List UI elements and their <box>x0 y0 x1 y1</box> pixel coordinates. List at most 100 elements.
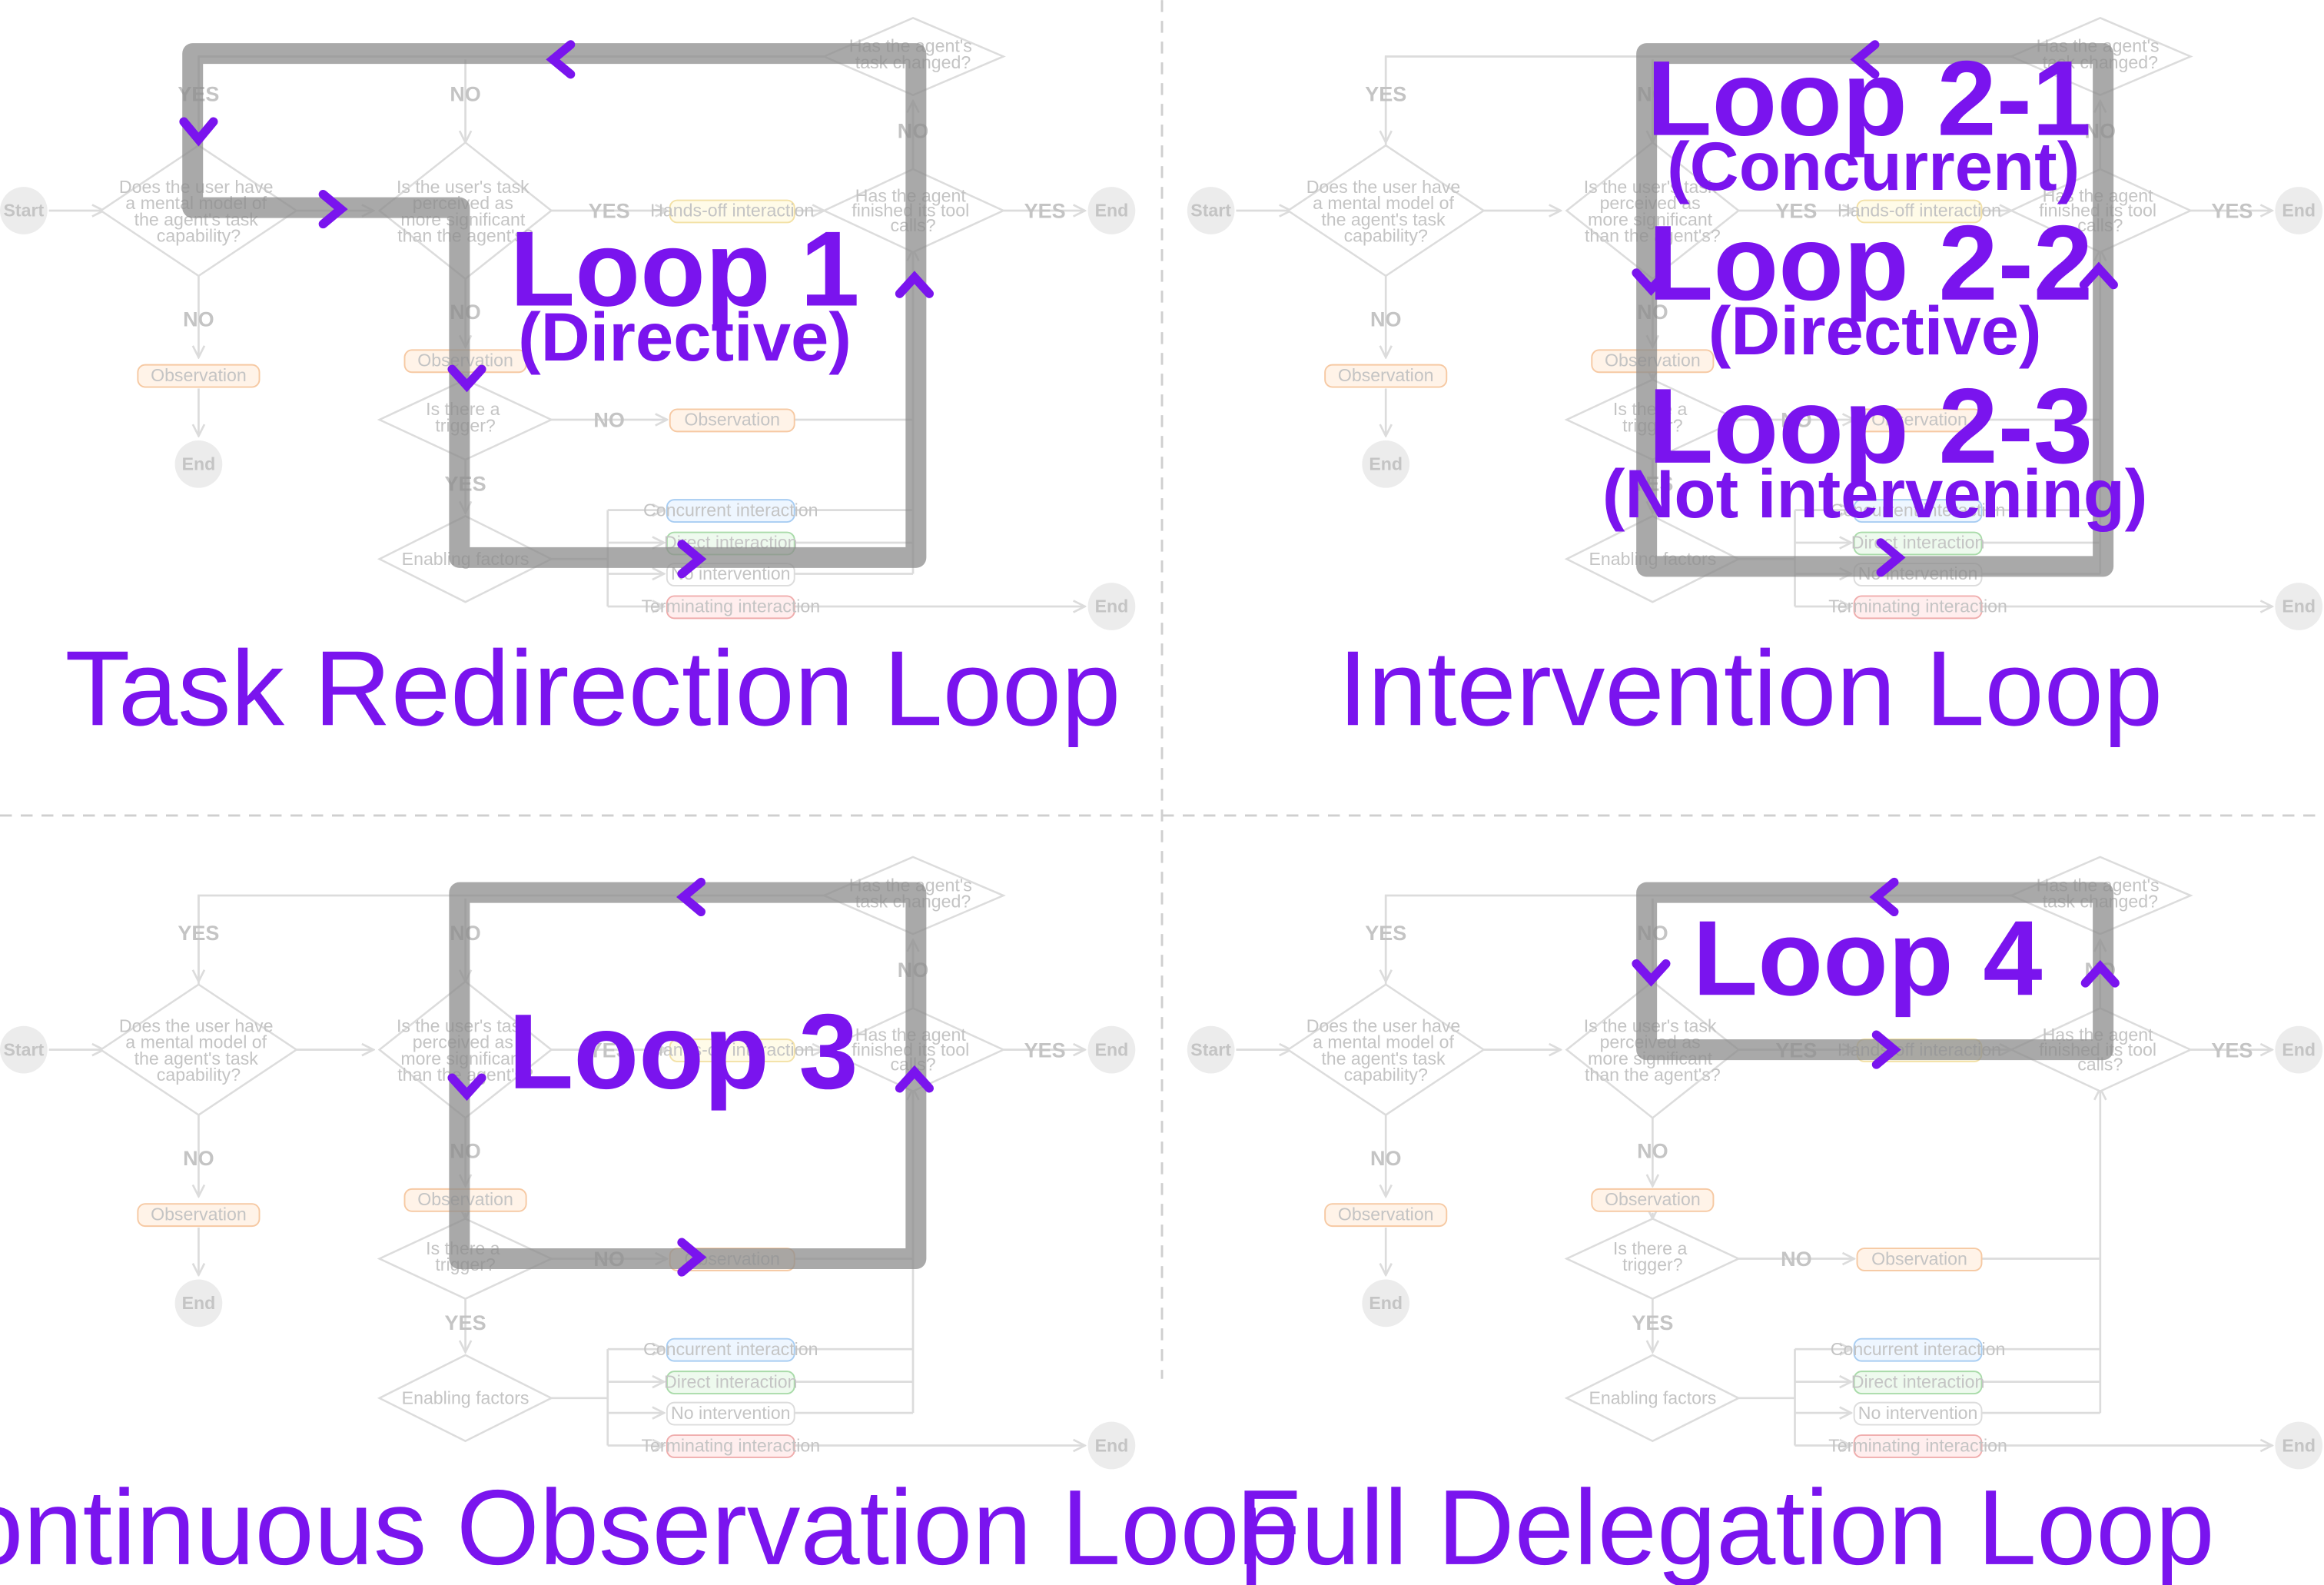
quadrant-intervention: Start Does the user have a mental model … <box>1187 16 2323 748</box>
terminating-box <box>666 595 795 620</box>
yes-label: YES <box>1024 200 1066 223</box>
no-label: NO <box>183 1147 214 1170</box>
quadrant-title: Full Delegation Loop <box>1236 1468 2215 1585</box>
quadrant-task-redirection: Start Does the user have a mental model … <box>0 16 1136 748</box>
yes-label: YES <box>589 200 630 223</box>
direction-chevron <box>677 1238 707 1277</box>
direct-label: Direct interaction <box>1851 1371 1985 1391</box>
quadrant-full-delegation: Start Does the user have a mental model … <box>1187 856 2323 1585</box>
direct-box <box>1853 1371 1983 1395</box>
terminating-box <box>1853 1434 1983 1458</box>
end-label: End <box>2282 201 2316 221</box>
direction-chevron <box>447 1073 486 1102</box>
observation-box-right <box>1856 408 1983 433</box>
direct-label: Direct interaction <box>664 1371 798 1391</box>
end-label: End <box>2282 596 2316 616</box>
observation-box-left <box>137 1203 261 1228</box>
enabling-factors-decision <box>1564 1354 1741 1443</box>
terminating-label: Terminating interaction <box>1828 596 2007 616</box>
no-label: NO <box>183 307 214 331</box>
direction-chevron <box>676 877 706 917</box>
quadrant-title: Continuous Observation Loop <box>0 1468 1299 1585</box>
end-node <box>174 1279 223 1327</box>
handsoff-box <box>669 1038 795 1063</box>
concurrent-label: Concurrent interaction <box>1831 500 2006 520</box>
loop-label: Loop 2-1 <box>1647 39 2091 158</box>
trigger-decision <box>1564 1218 1741 1300</box>
concurrent-label: Concurrent interaction <box>643 1339 818 1359</box>
end-node <box>2275 187 2323 234</box>
terminating-label: Terminating interaction <box>641 596 820 616</box>
observation-label: Observation <box>1338 365 1434 385</box>
no-label: NO <box>1370 1147 1402 1170</box>
mental-model-decision <box>98 983 298 1116</box>
handsoff-label: Hands-off interaction <box>650 201 814 221</box>
yes-label: YES <box>589 1038 630 1062</box>
handsoff-box <box>1856 199 1983 224</box>
end-label: End <box>182 1293 216 1313</box>
direction-chevron <box>2080 960 2120 988</box>
quadrant-title: Intervention Loop <box>1338 629 2163 748</box>
direction-chevron <box>895 1065 934 1093</box>
quadrant-title: Task Redirection Loop <box>65 629 1121 748</box>
enabling-factors-decision <box>377 1354 554 1443</box>
handsoff-label: Hands-off interaction <box>1838 201 2001 221</box>
observation-box-right <box>669 408 795 433</box>
observation-label: Observation <box>151 365 247 385</box>
yes-label: YES <box>1632 1311 1673 1334</box>
observation-label: Observation <box>1338 1204 1434 1224</box>
mental-model-decision <box>1286 983 1486 1116</box>
end-label: End <box>182 454 216 474</box>
direction-chevron <box>318 190 348 229</box>
yes-label: YES <box>1024 1038 1066 1062</box>
loop-label: Loop 2-3 <box>1648 367 2093 486</box>
observation-box-left <box>1324 364 1448 388</box>
direction-chevron <box>1871 1030 1901 1069</box>
loop-label: Loop 2-2 <box>1648 204 2093 323</box>
yes-label: YES <box>2211 1038 2253 1062</box>
loop-label: Loop 3 <box>509 992 858 1111</box>
direction-chevron <box>1869 877 1899 917</box>
start-node <box>0 187 48 234</box>
yes-label: YES <box>445 1311 486 1334</box>
end-label: End <box>1369 1293 1403 1313</box>
enabling-factors-label: Enabling factors <box>402 1388 530 1408</box>
observation-box-mid <box>1591 1188 1715 1212</box>
end-node <box>2275 583 2323 630</box>
end-node <box>1087 1025 1136 1074</box>
observation-label: Observation <box>684 410 780 430</box>
observation-label: Observation <box>151 1204 247 1224</box>
no-intervention-box <box>1853 1401 1983 1426</box>
direction-chevron <box>2079 261 2118 290</box>
no-label: NO <box>1781 1248 1812 1271</box>
direction-chevron <box>1850 40 1880 79</box>
loop-path <box>449 882 927 1270</box>
end-node <box>1362 440 1410 488</box>
terminating-box <box>1853 595 1983 620</box>
mental-model-question: Does the user have a mental model of the… <box>1306 177 1466 246</box>
direction-chevron <box>677 540 707 579</box>
end-node <box>2275 1421 2323 1470</box>
mental-model-decision <box>1286 144 1486 277</box>
flowchart: Start Does the user have a mental model … <box>0 856 1136 1470</box>
observation-label: Observation <box>1605 1189 1701 1209</box>
concurrent-box <box>1853 1337 1983 1362</box>
direction-chevron <box>179 117 218 147</box>
loop-label: Loop 1 <box>510 209 859 328</box>
enabling-factors-label: Enabling factors <box>1589 1388 1716 1408</box>
end-node <box>1087 187 1136 234</box>
terminating-label: Terminating interaction <box>1828 1435 2007 1455</box>
yes-label: YES <box>178 922 219 945</box>
direction-chevron <box>1632 959 1671 987</box>
observation-box-left <box>137 364 261 388</box>
concurrent-box <box>1853 499 1983 523</box>
end-label: End <box>2282 1039 2316 1059</box>
end-node <box>2275 1025 2323 1074</box>
no-label: NO <box>1370 307 1402 331</box>
concurrent-label: Concurrent interaction <box>1831 1339 2006 1359</box>
end-label: End <box>1095 596 1129 616</box>
no-label: NO <box>593 409 625 432</box>
loop-path <box>1636 43 2114 577</box>
yes-label: YES <box>1775 200 1817 223</box>
